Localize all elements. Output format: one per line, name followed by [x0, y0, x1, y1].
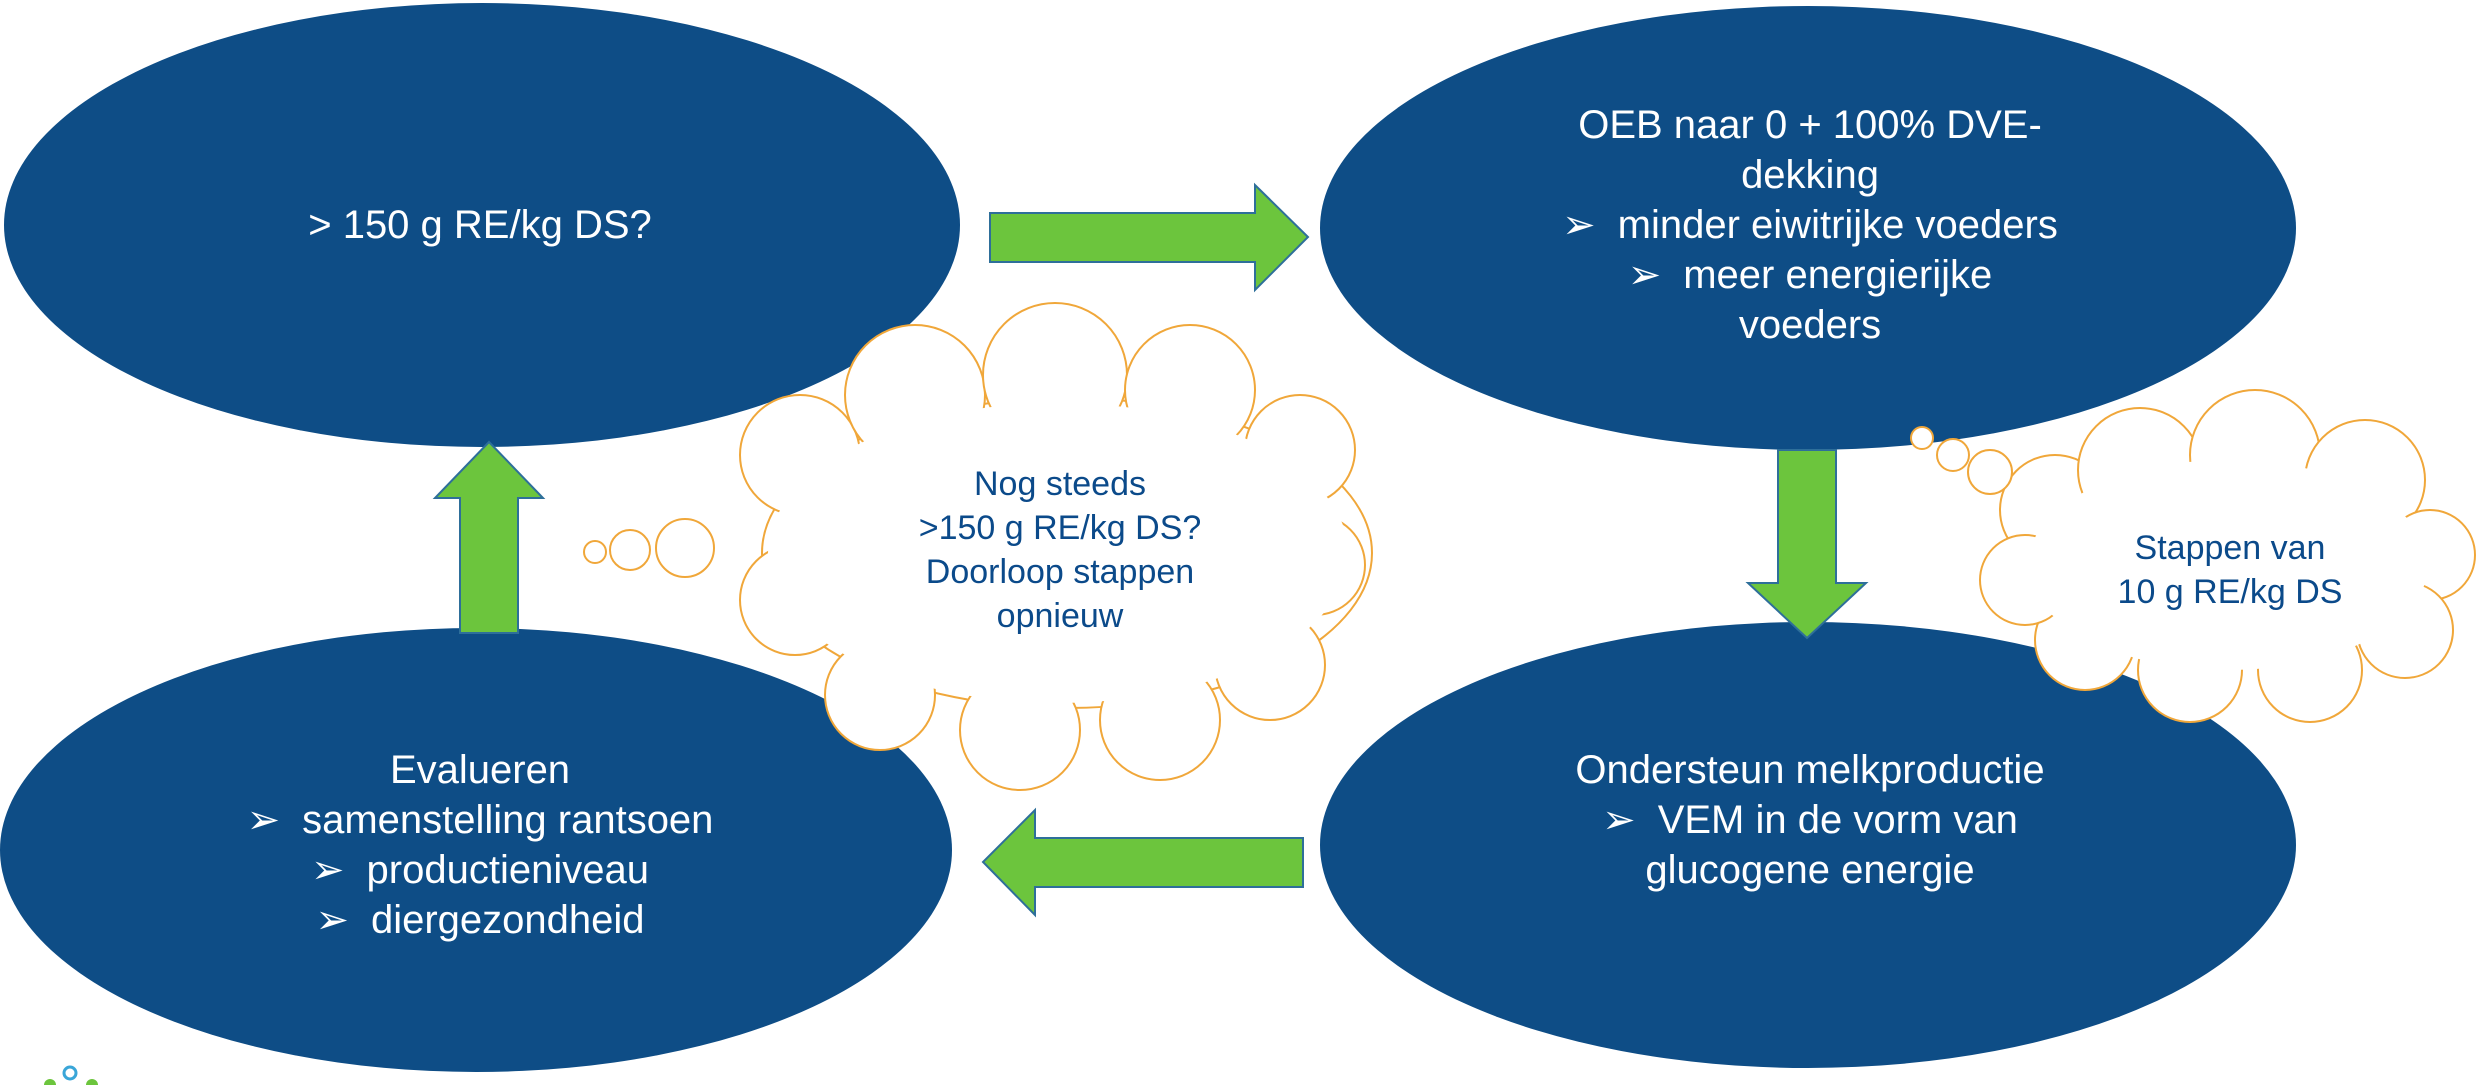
ellipse-bottom-left [0, 628, 952, 1072]
cloud-middle-line-3: Doorloop stappen [925, 553, 1195, 591]
arrow-bullet-icon: ➢ [311, 848, 345, 892]
thought-bubbles-right [1910, 426, 2013, 495]
node-bottom-right: Ondersteun melkproductie ➢VEM in de vorm… [1460, 720, 2160, 920]
node-bottom-right-line: Ondersteun melkproductie [1575, 748, 2045, 792]
cloud-middle-line-4: opnieuw [996, 597, 1124, 635]
bullet-text: samenstelling rantsoen [302, 798, 714, 842]
bullet-text: VEM in de vorm van glucogene energie [1645, 798, 2018, 892]
node-top-right-line-1: OEB naar 0 + 100% DVE- [1578, 103, 2042, 147]
cloud-middle-line-1: Nog steeds [974, 465, 1146, 503]
node-bottom-right-bullet-1: ➢VEM in de vorm van glucogene energie [1560, 795, 2060, 895]
node-top-left-line: > 150 g RE/kg DS? [308, 203, 652, 247]
arrow-bullet-icon: ➢ [1627, 253, 1662, 297]
arrow-down [1745, 449, 1869, 640]
node-top-left: > 150 g RE/kg DS? [160, 180, 800, 270]
cloud-right-text: Stappen van 10 g RE/kg DS [2050, 515, 2410, 625]
cloud-right-line-2: 10 g RE/kg DS [2117, 573, 2343, 611]
thought-bubbles-middle [583, 518, 715, 578]
ellipse-top-right [1320, 6, 2296, 450]
arrow-left [981, 807, 1304, 918]
ellipse-top-left [4, 3, 960, 447]
bullet-text: diergezondheid [370, 898, 645, 942]
arrow-bullet-icon: ➢ [1562, 203, 1596, 247]
arrow-right [989, 182, 1310, 293]
arrow-bullet-icon: ➢ [246, 798, 281, 842]
node-top-right-bullet-2: ➢ meer energierijke voeders [1575, 250, 2045, 350]
bullet-text: meer energierijke voeders [1683, 253, 1993, 347]
arrow-up [432, 440, 546, 634]
thought-cloud-middle [739, 302, 1373, 791]
node-bottom-left-bullet-1: ➢ samenstelling rantsoen [247, 795, 714, 845]
node-bottom-left-bullet-3: ➢ diergezondheid [315, 895, 644, 945]
logo-mark [44, 1065, 98, 1085]
thought-cloud-right [1979, 389, 2476, 723]
arrow-bullet-icon: ➢ [1602, 798, 1636, 842]
cloud-middle-text: Nog steeds >150 g RE/kg DS? Doorloop sta… [820, 440, 1300, 660]
cloud-right-line-1: Stappen van [2134, 529, 2326, 567]
bullet-text: minder eiwitrijke voeders [1617, 203, 2058, 247]
cloud-middle-line-2: >150 g RE/kg DS? [918, 509, 1202, 547]
node-top-right-bullet-1: ➢ minder eiwitrijke voeders [1562, 200, 2058, 250]
node-top-right-line-2: dekking [1741, 153, 1879, 197]
arrow-bullet-icon: ➢ [315, 898, 349, 942]
node-bottom-left-line: Evalueren [389, 748, 571, 792]
bullet-text: productieniveau [366, 848, 649, 892]
ellipse-bottom-right [1320, 622, 2296, 1068]
node-bottom-left: Evalueren ➢ samenstelling rantsoen ➢ produ… [160, 710, 800, 980]
node-top-right: OEB naar 0 + 100% DVE- dekking ➢ minder e… [1440, 75, 2180, 375]
node-bottom-left-bullet-2: ➢ productieniveau [311, 845, 649, 895]
